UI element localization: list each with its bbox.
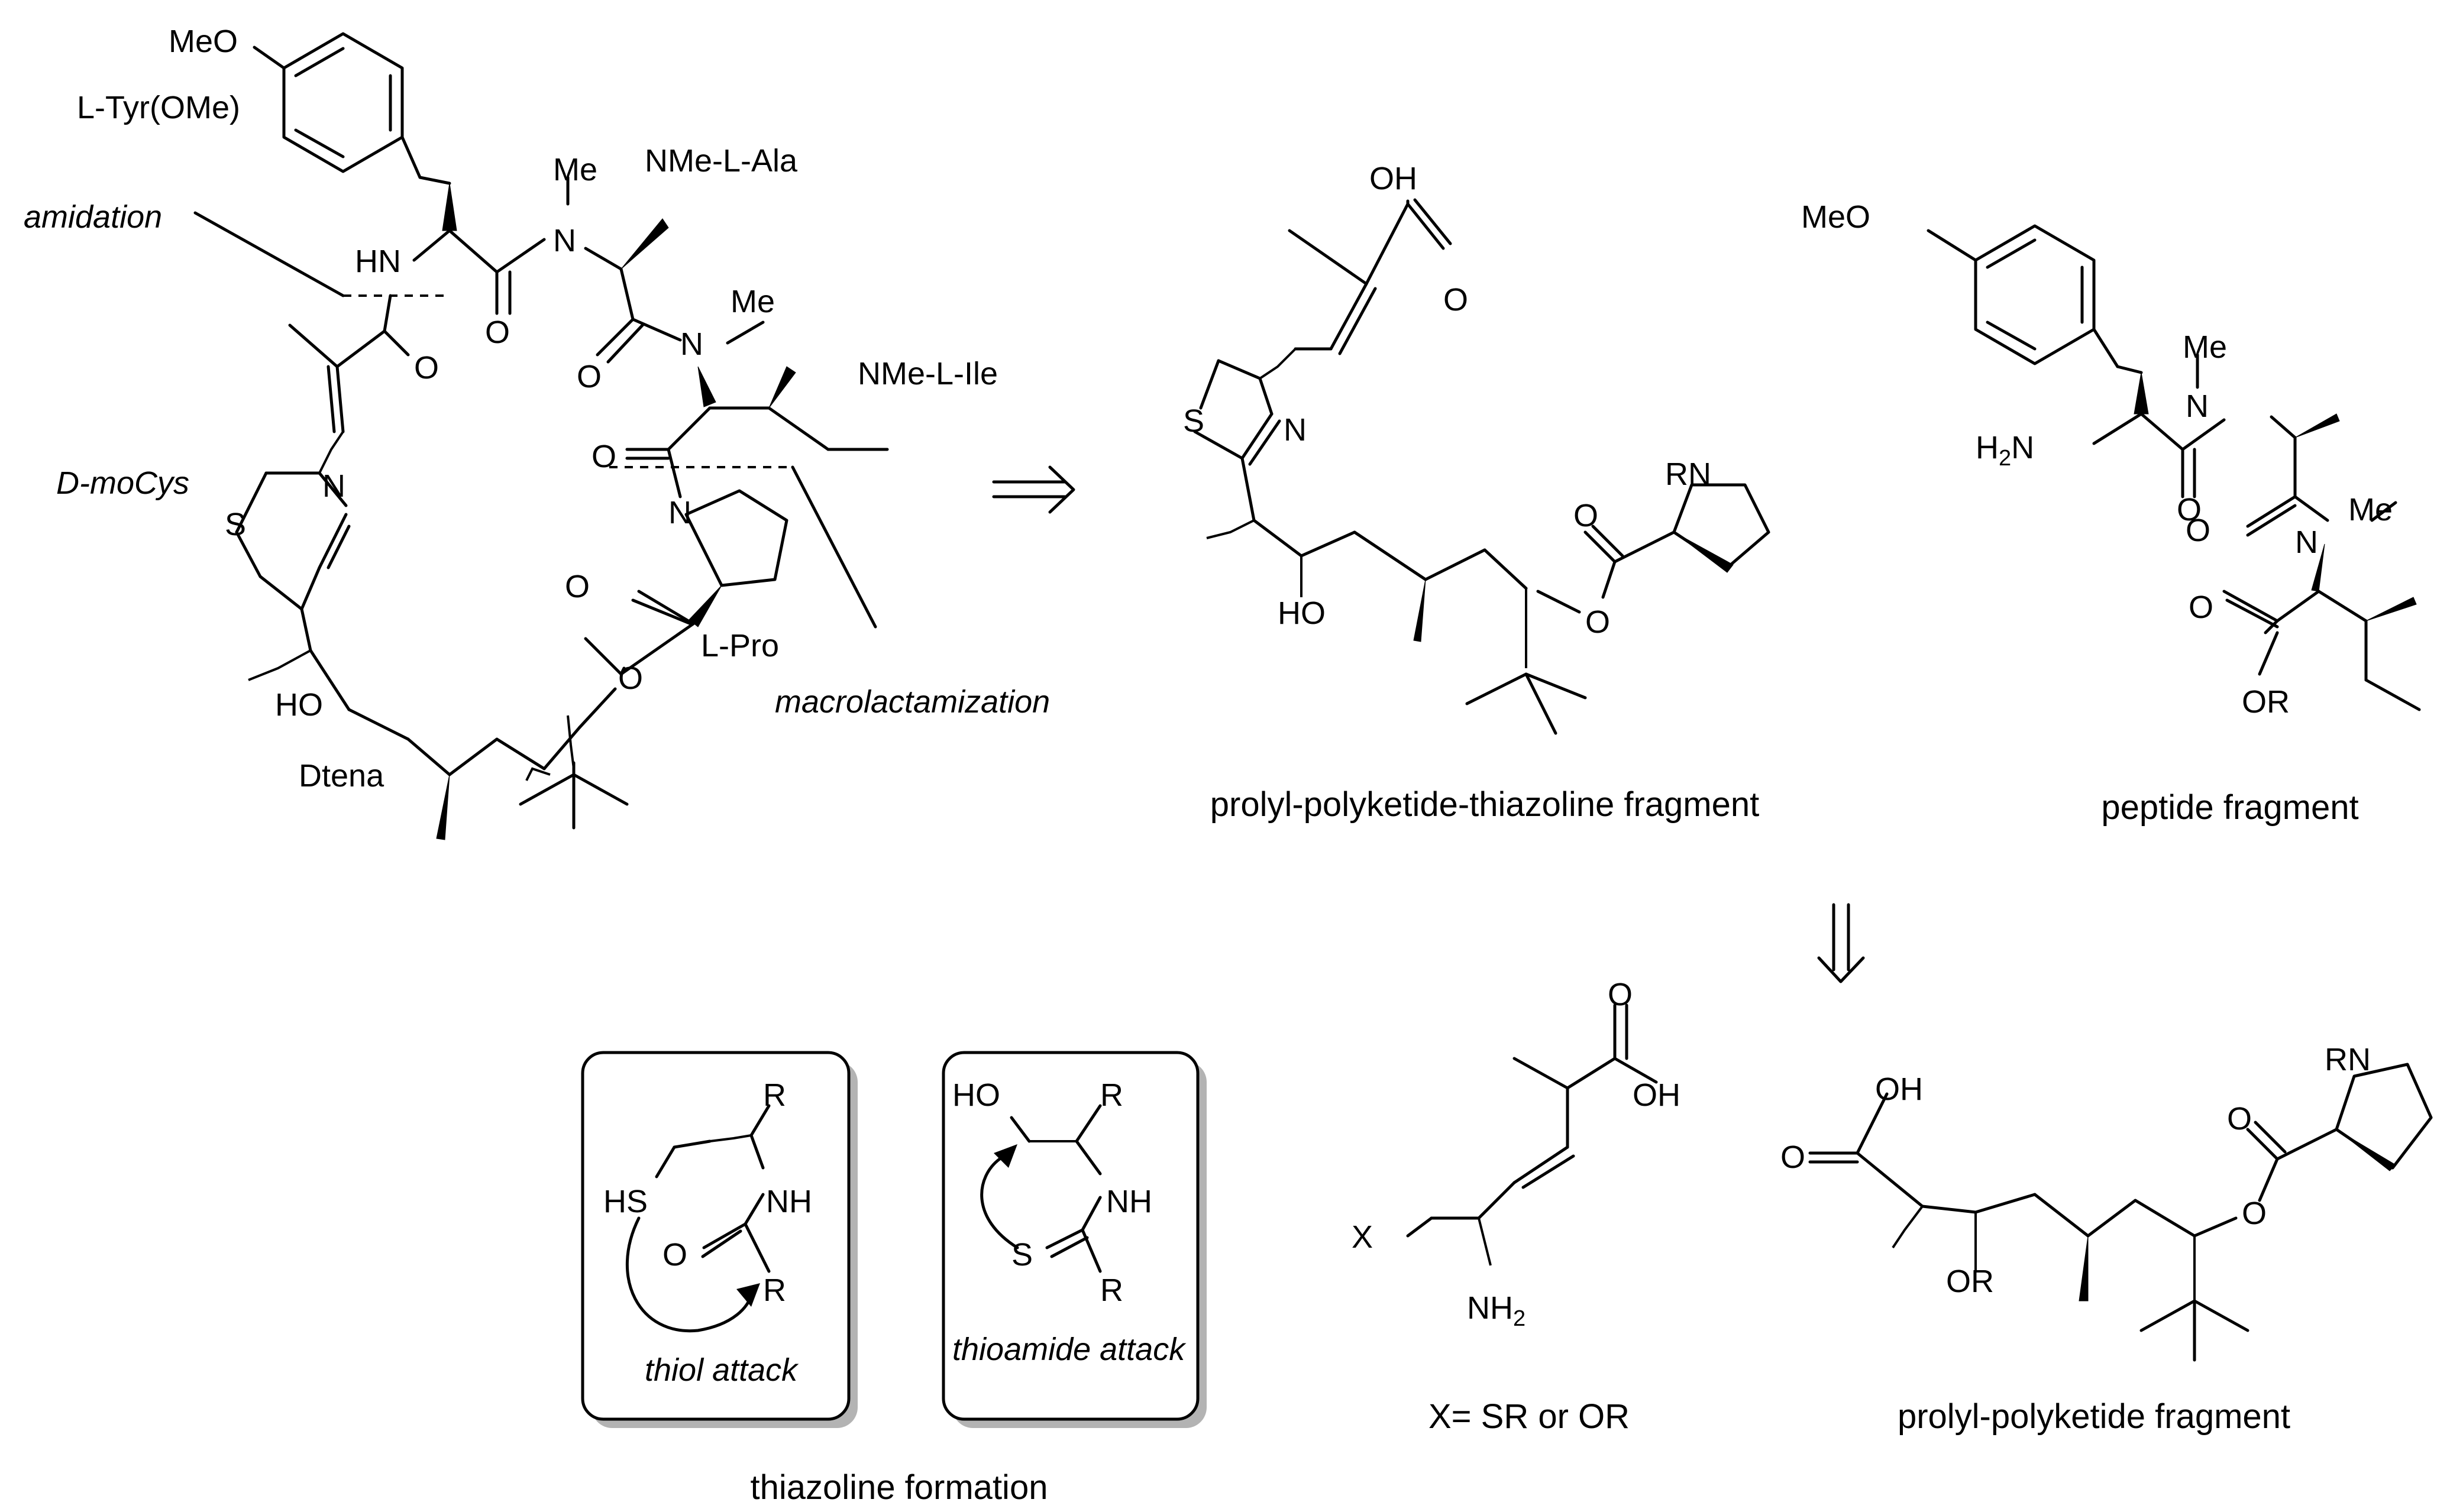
meo-label: MeO bbox=[169, 24, 238, 59]
macrocycle-structure bbox=[193, 32, 889, 840]
meo-label: MeO bbox=[1801, 199, 1870, 235]
n-atom-label: N bbox=[2186, 388, 2209, 424]
o-atom-label: O bbox=[1443, 282, 1468, 318]
curved-arrow-icon bbox=[994, 1144, 1017, 1168]
ho-label: HO bbox=[952, 1077, 1000, 1113]
s-atom-label: S bbox=[1011, 1237, 1033, 1273]
nh-label: NH bbox=[1106, 1184, 1152, 1219]
r-label: R bbox=[763, 1077, 786, 1113]
o-atom-label: O bbox=[662, 1237, 687, 1273]
nh2-label: NH2 bbox=[1467, 1290, 1525, 1331]
n-atom-label: N bbox=[668, 495, 691, 530]
rn-label: RN bbox=[2325, 1042, 2371, 1077]
s-atom-label: S bbox=[1183, 403, 1204, 439]
me-label: Me bbox=[731, 284, 775, 319]
o-atom-label: O bbox=[2227, 1101, 2252, 1137]
me-label: Me bbox=[2348, 492, 2393, 527]
oh-label: OH bbox=[1633, 1077, 1680, 1113]
thioamide-attack-box bbox=[942, 1051, 1207, 1428]
retrosynthesis-arrow-icon bbox=[1817, 903, 1865, 983]
n-atom-label: N bbox=[680, 326, 703, 362]
o-atom-label: O bbox=[2186, 513, 2210, 548]
nmeile-residue-label: NMe-L-Ile bbox=[858, 356, 998, 391]
me-label: Me bbox=[553, 152, 597, 187]
o-atom-label: O bbox=[1608, 977, 1633, 1012]
dtena-residue-label: Dtena bbox=[299, 758, 384, 794]
oh-label: OH bbox=[1875, 1071, 1923, 1107]
lpro-residue-label: L-Pro bbox=[701, 628, 779, 663]
n-atom-label: N bbox=[1284, 412, 1307, 448]
fragment2-structure bbox=[1927, 224, 2421, 711]
s-atom-label: S bbox=[225, 507, 246, 542]
ho-label: HO bbox=[275, 687, 323, 723]
tyr-residue-label: L-Tyr(OMe) bbox=[77, 90, 240, 125]
o-atom-label: O bbox=[1780, 1139, 1805, 1175]
o-atom-label: O bbox=[1585, 604, 1610, 640]
fragment2-caption: peptide fragment bbox=[2101, 788, 2358, 827]
r-label: R bbox=[1100, 1273, 1123, 1308]
o-atom-label: O bbox=[565, 569, 590, 604]
x-label: X bbox=[1352, 1219, 1373, 1255]
r-label: R bbox=[1100, 1077, 1123, 1113]
o-atom-label: O bbox=[485, 315, 510, 350]
fragment1-caption: prolyl-polyketide-thiazoline fragment bbox=[1210, 785, 1759, 824]
h2n-label: H2N bbox=[1976, 430, 2034, 471]
or-label: OR bbox=[1946, 1264, 1994, 1299]
curved-arrow-icon bbox=[736, 1283, 760, 1307]
fragment1-structure bbox=[1193, 198, 1770, 735]
o-atom-label: O bbox=[592, 439, 616, 474]
thioamide-attack-text: thioamide attack bbox=[952, 1332, 1187, 1367]
n-atom-label: N bbox=[553, 223, 576, 258]
dmocys-residue-label: D-moCys bbox=[56, 465, 189, 501]
nmeala-residue-label: NMe-L-Ala bbox=[645, 143, 798, 179]
thiol-attack-label: thiol attack bbox=[645, 1352, 799, 1388]
hn-label: HN bbox=[355, 244, 401, 279]
o-atom-label: O bbox=[2177, 492, 2202, 527]
thiazoline-formation-caption: thiazoline formation bbox=[751, 1468, 1048, 1507]
n-atom-label: N bbox=[322, 468, 345, 504]
r-label: R bbox=[763, 1273, 786, 1308]
retrosynthesis-arrow-icon bbox=[992, 465, 1075, 514]
nh-label: NH bbox=[766, 1184, 812, 1219]
hs-label: HS bbox=[603, 1184, 648, 1219]
me-label: Me bbox=[2183, 329, 2227, 365]
o-atom-label: O bbox=[2242, 1196, 2267, 1231]
thioamide-attack-label: thioamide attack bbox=[952, 1332, 1187, 1367]
fragment1-caption-text: prolyl-polyketide-thiazoline fragment bbox=[1210, 785, 1759, 824]
o-atom-label: O bbox=[1573, 498, 1598, 533]
amidation-label: amidation bbox=[24, 199, 162, 235]
n-atom-label: N bbox=[2295, 524, 2318, 560]
fragment3-structure bbox=[1808, 1063, 2433, 1362]
thiol-attack-box bbox=[581, 1051, 858, 1428]
cysteine-fragment-structure bbox=[1406, 1003, 1658, 1266]
or-label: OR bbox=[2242, 684, 2290, 720]
macrolactamization-label: macrolactamization bbox=[775, 684, 1050, 720]
o-atom-label: O bbox=[618, 661, 643, 696]
rn-label: RN bbox=[1665, 456, 1711, 492]
o-atom-label: O bbox=[2189, 590, 2213, 625]
o-atom-label: O bbox=[577, 359, 602, 394]
ho-label: HO bbox=[1278, 595, 1326, 631]
ho-label: OH bbox=[1369, 161, 1417, 196]
x-definition-caption: X= SR or OR bbox=[1428, 1397, 1630, 1436]
fragment3-caption: prolyl-polyketide fragment bbox=[1898, 1397, 2290, 1436]
o-atom-label: O bbox=[414, 350, 439, 386]
